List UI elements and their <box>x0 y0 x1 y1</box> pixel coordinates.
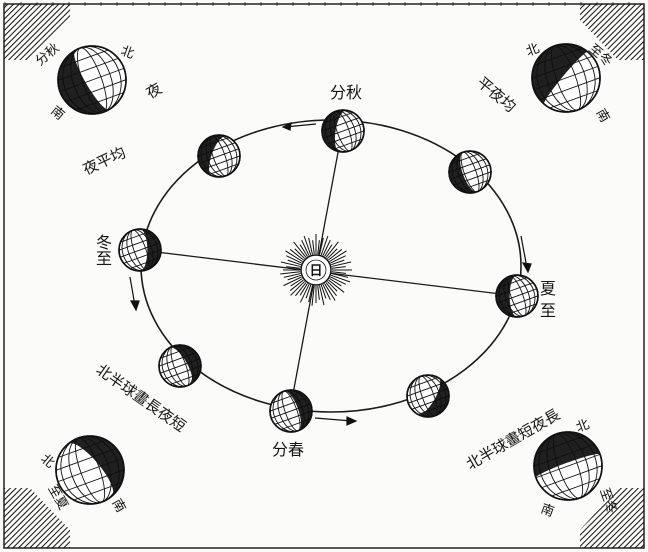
corner-globe-br <box>530 424 607 507</box>
globe-autumn-equinox <box>319 105 366 156</box>
caption-top-right: 平夜均 <box>473 73 519 116</box>
globe-spring-equinox <box>267 385 314 436</box>
north-label-bl: 北 <box>37 452 57 472</box>
label-spring-equinox: 分春 <box>272 440 304 459</box>
globe-winter-solstice <box>116 224 163 275</box>
sun: 日 <box>280 234 352 306</box>
sun-label: 日 <box>309 264 322 279</box>
south-label-tl: 南 <box>47 103 67 124</box>
globe-orbit-2 <box>195 130 242 181</box>
globe-summer-solstice <box>493 270 540 321</box>
label-winter-solstice-2: 至 <box>96 249 112 268</box>
label-summer-solstice-2: 至 <box>540 301 556 320</box>
globe-orbit-6 <box>156 340 203 391</box>
caption-top-left-a: 夜 <box>143 79 165 102</box>
north-label-tl: 北 <box>119 44 136 63</box>
label-summer-solstice-1: 夏 <box>540 279 556 298</box>
south-label-br: 南 <box>539 501 557 520</box>
globe-orbit-7 <box>404 370 451 421</box>
south-label-bl: 南 <box>109 496 129 515</box>
south-label-tr: 南 <box>593 106 613 125</box>
label-autumn-equinox: 分秋 <box>330 83 362 102</box>
caption-top-left-b: 夜平均 <box>80 143 128 178</box>
